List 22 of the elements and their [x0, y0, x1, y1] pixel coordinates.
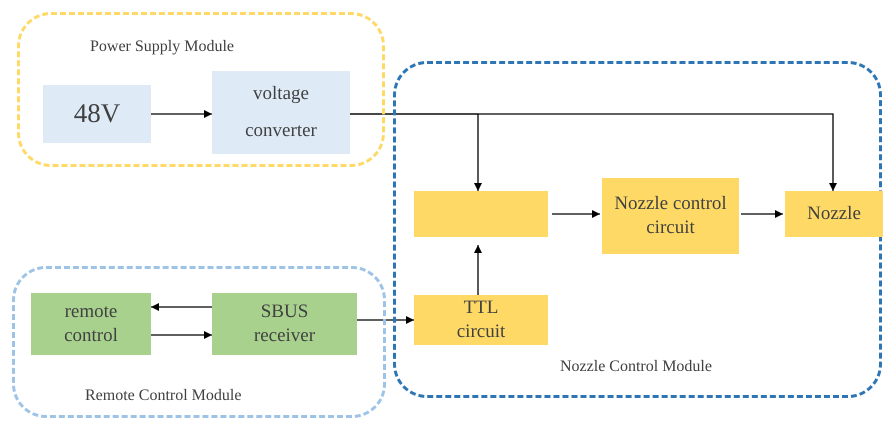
- controller-box: remote control: [31, 293, 151, 355]
- module-group: [12, 266, 386, 418]
- voltage-source-box: 48V: [43, 85, 151, 143]
- module-group: [393, 61, 882, 398]
- controller-box: [414, 191, 548, 237]
- arrow: [151, 331, 212, 339]
- arrow: [474, 245, 482, 295]
- module-title: Nozzle Control Module: [560, 357, 712, 377]
- converter-box: voltage converter: [212, 71, 350, 154]
- module-title: Power Supply Module: [90, 37, 234, 57]
- module-title: Remote Control Module: [85, 386, 242, 406]
- circuit-box: Nozzle control circuit: [602, 178, 739, 254]
- arrow: [151, 110, 212, 118]
- arrow: [350, 113, 837, 191]
- module-group: [17, 12, 385, 167]
- arrow: [552, 210, 600, 218]
- receiver-box: SBUS receiver: [212, 293, 357, 355]
- arrow: [741, 210, 783, 218]
- arrow: [151, 303, 212, 311]
- nozzle-box: Nozzle: [785, 191, 883, 237]
- circuit-box: TTL circuit: [414, 295, 548, 345]
- arrow: [357, 316, 414, 324]
